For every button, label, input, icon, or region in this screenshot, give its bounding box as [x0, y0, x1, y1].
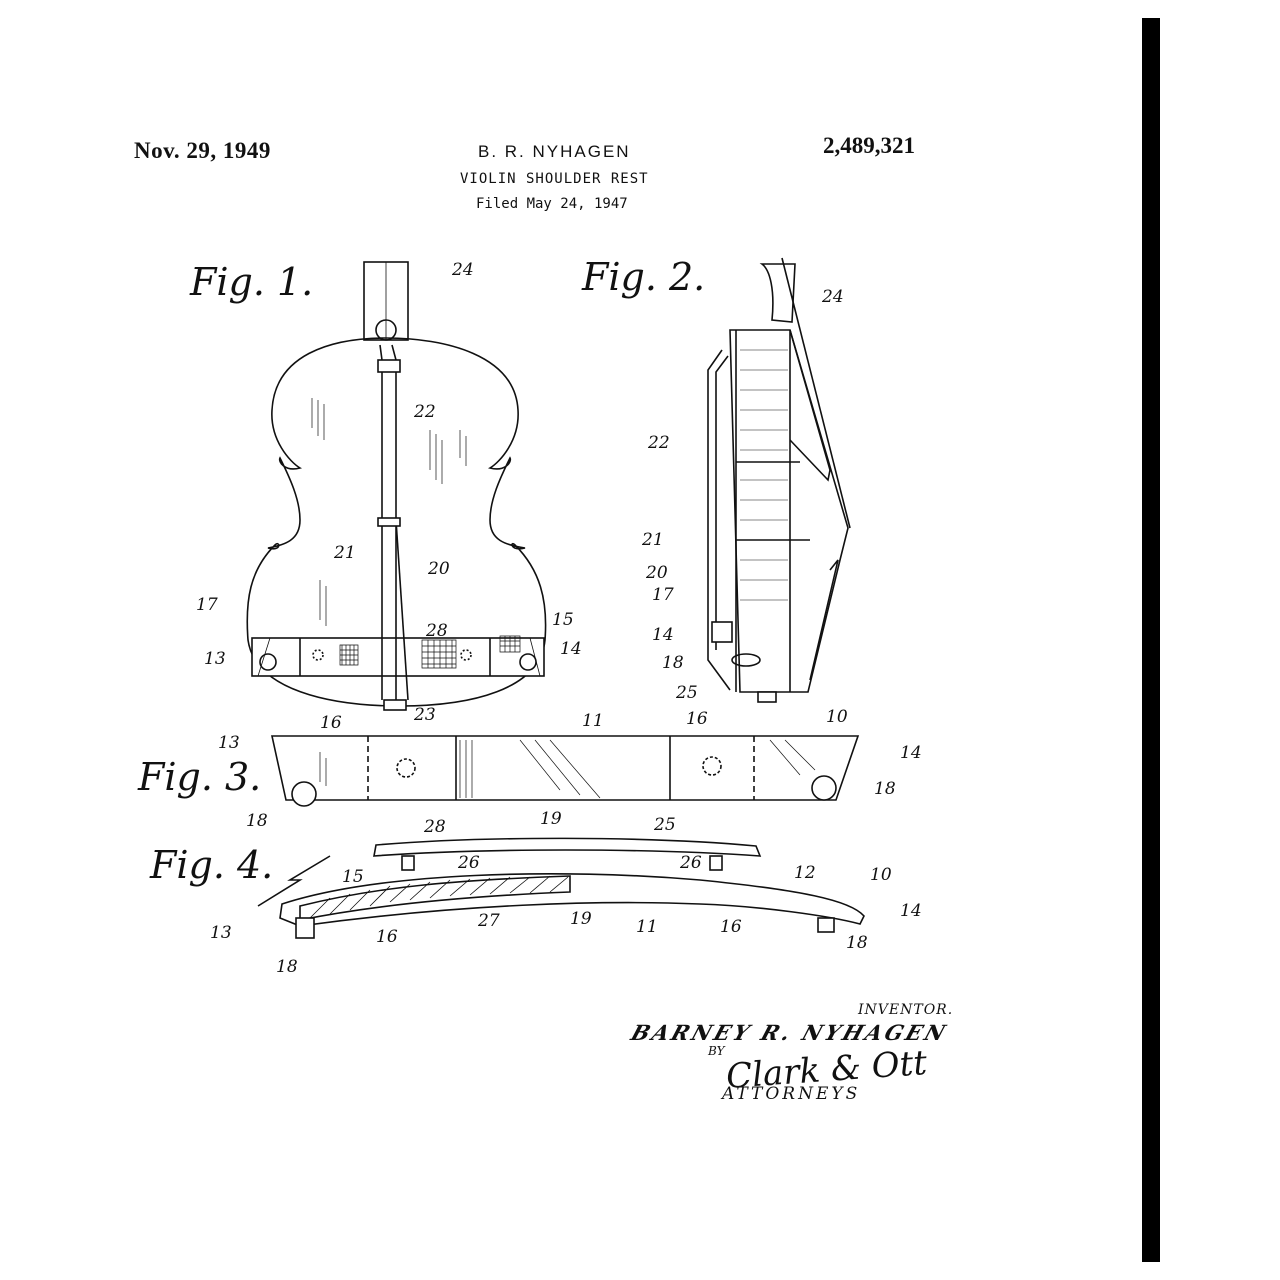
- callout: 16: [320, 713, 342, 733]
- callout: 13: [204, 649, 226, 669]
- callout: 19: [570, 909, 592, 929]
- callout: 28: [423, 817, 446, 837]
- fig4-rest-section: [257, 837, 865, 939]
- callout: 11: [582, 711, 604, 731]
- callout: 14: [652, 625, 674, 645]
- inventor-full-name: BARNEY R. NYHAGEN: [627, 1020, 952, 1045]
- callout: 15: [342, 867, 364, 887]
- fig3-label: Fig. 3.: [137, 755, 261, 799]
- attorneys-label: ATTORNEYS: [722, 1084, 861, 1104]
- callout: 19: [540, 809, 562, 829]
- callout: 25: [653, 815, 676, 835]
- patent-title: VIOLIN SHOULDER REST: [460, 171, 649, 187]
- callout: 25: [675, 683, 698, 703]
- callout: 21: [641, 530, 664, 550]
- callout: 18: [246, 811, 268, 831]
- callout: 22: [413, 402, 436, 422]
- callout: 11: [636, 917, 658, 937]
- callout: 18: [874, 779, 896, 799]
- callout: 26: [679, 853, 702, 873]
- fig2-violin-side: [707, 257, 851, 703]
- callout: 24: [451, 260, 474, 280]
- callout: 14: [900, 901, 922, 921]
- callout: 10: [826, 707, 848, 727]
- callout: 18: [276, 957, 298, 977]
- patent-number: 2,489,321: [823, 133, 915, 158]
- callout: 12: [794, 863, 816, 883]
- callout: 27: [477, 911, 500, 931]
- callout: 20: [427, 559, 450, 579]
- callout: 16: [376, 927, 398, 947]
- callout: 14: [900, 743, 922, 763]
- callout: 23: [413, 705, 436, 725]
- inventor-label: INVENTOR.: [858, 1002, 954, 1018]
- filed-date: Filed May 24, 1947: [476, 196, 628, 212]
- fig4-label: Fig. 4.: [149, 843, 273, 887]
- callout: 22: [647, 433, 670, 453]
- callout: 13: [210, 923, 232, 943]
- fig1-label: Fig. 1.: [189, 260, 313, 304]
- callout: 17: [196, 595, 218, 615]
- page-edge-bar: [1142, 18, 1160, 1262]
- by-label: BY: [708, 1044, 725, 1058]
- callout: 16: [686, 709, 708, 729]
- callout: 28: [425, 621, 448, 641]
- callout: 20: [645, 563, 668, 583]
- callout: 16: [720, 917, 742, 937]
- callout: 26: [457, 853, 480, 873]
- callout: 18: [846, 933, 868, 953]
- callout: 18: [662, 653, 684, 673]
- callout: 14: [560, 639, 582, 659]
- fig2-label: Fig. 2.: [581, 255, 705, 299]
- callout: 13: [218, 733, 240, 753]
- callout: 21: [333, 543, 356, 563]
- callout: 10: [870, 865, 892, 885]
- callout: 24: [821, 287, 844, 307]
- callout: 15: [552, 610, 574, 630]
- patent-date: Nov. 29, 1949: [134, 138, 271, 163]
- callout: 17: [652, 585, 674, 605]
- fig1-violin: [246, 261, 547, 711]
- inventor-header: B. R. NYHAGEN: [478, 142, 631, 161]
- fig3-rest-plan: [271, 735, 860, 807]
